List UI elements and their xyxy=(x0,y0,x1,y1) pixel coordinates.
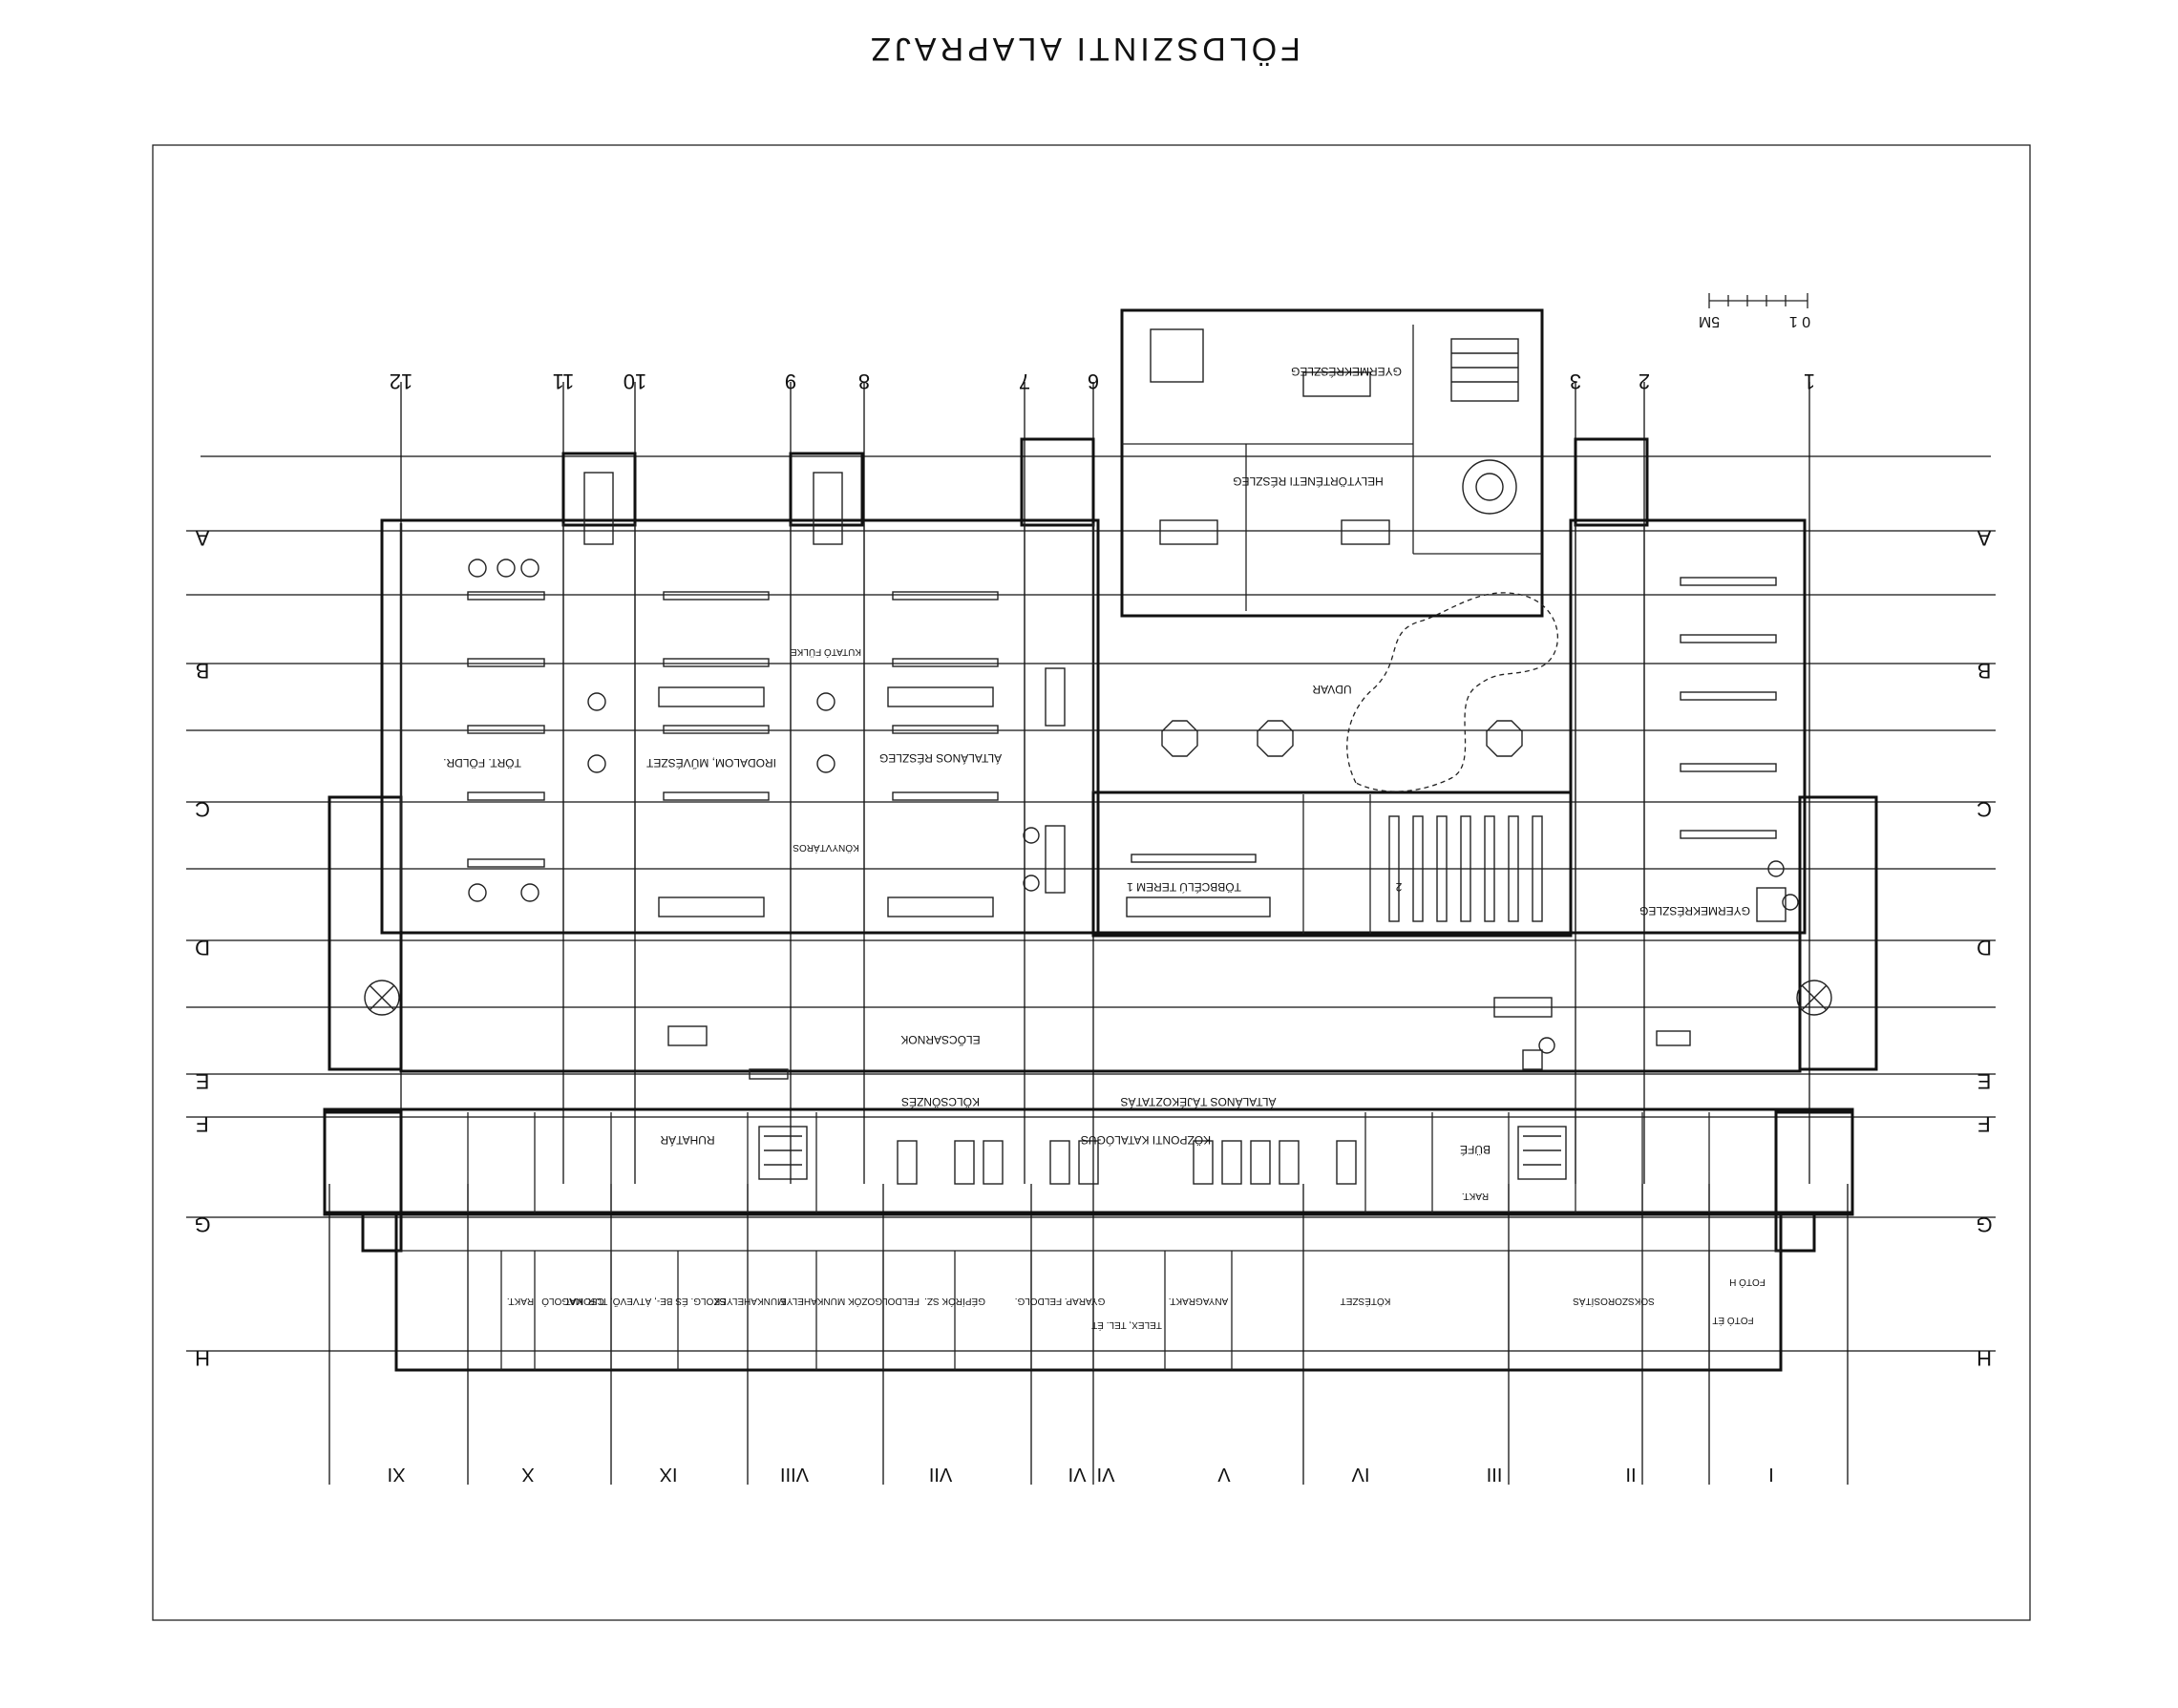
courtyard-kiosks xyxy=(1161,720,1523,757)
room-label-altalanos-tajekoztatas: ÁLTALÁNOS TÁJÉKOZTATÁS xyxy=(1121,1095,1277,1109)
column-number-labels: 12 11 10 9 8 7 6 3 2 1 xyxy=(390,369,1815,393)
room-label-foto-h: FOTÓ H xyxy=(1729,1276,1766,1289)
room-label-munkahelyek: MUNKAHELYEK xyxy=(713,1296,785,1306)
room-label-udvar: UDVAR xyxy=(1312,683,1351,696)
row-grid-lines xyxy=(186,455,1996,1352)
room-label-rakt-h1: RAKT. xyxy=(507,1296,534,1306)
room-label-gyermekreszleg-right: GYERMEKRÉSZLEG xyxy=(1639,904,1750,918)
column-label-1: 1 xyxy=(1804,369,1815,393)
row-label-e-right: E xyxy=(1977,1069,1992,1093)
sheet-border xyxy=(152,144,2031,1621)
roman-label-ix: IX xyxy=(660,1464,678,1485)
room-label-kutato-fulke: KUTATÓ FÜLKE xyxy=(791,646,861,659)
row-label-h-right: H xyxy=(1977,1346,1992,1370)
roman-label-vi-a: VI xyxy=(1068,1464,1087,1485)
row-label-d-left: D xyxy=(195,936,210,959)
roman-label-xi: XI xyxy=(388,1464,406,1485)
room-label-gyermekreszleg-top: GYERMEKRÉSZLEG xyxy=(1291,365,1402,379)
column-label-2: 2 xyxy=(1639,369,1650,393)
roman-label-v: V xyxy=(1217,1464,1231,1485)
row-label-h-left: H xyxy=(195,1346,210,1370)
row-label-a-right: A xyxy=(1977,526,1991,550)
exterior-walls xyxy=(323,308,1878,1372)
room-label-altalanos-reszleg: ÁLTALÁNOS RÉSZLEG xyxy=(879,751,1002,766)
room-labels: GYERMEKRÉSZLEG HELYTÖRTÉNETI RÉSZLEG UDV… xyxy=(443,365,1766,1332)
roman-label-iv: IV xyxy=(1351,1464,1370,1485)
room-label-tort-foldr: TÖRT. FÖLDR. xyxy=(443,756,521,770)
room-label-gyarap: GYARAP. FELDOLG. xyxy=(1015,1296,1106,1306)
scale-label-5m: 5M xyxy=(1699,313,1720,329)
plan-title: FÖLDSZINTI ALAPRAJZ xyxy=(867,31,1300,67)
scale-label-0-1: 0 1 xyxy=(1789,313,1810,329)
column-label-3: 3 xyxy=(1570,369,1581,393)
room-label-sokszorositas: SOKSZOROSÍTÁS xyxy=(1573,1296,1655,1308)
room-label-kozponti-katalogus: KÖZPONTI KATALÓGUS xyxy=(1081,1133,1211,1148)
row-label-e-left: E xyxy=(196,1069,210,1093)
roman-label-i: I xyxy=(1768,1464,1774,1485)
roman-label-vi-b: VI xyxy=(1097,1464,1115,1485)
roman-label-iii: III xyxy=(1487,1464,1503,1485)
row-label-f-left: F xyxy=(196,1112,208,1136)
round-tables xyxy=(468,559,1799,1054)
row-label-g-left: G xyxy=(194,1212,210,1236)
row-label-b-right: B xyxy=(1977,659,1992,683)
roman-label-ii: II xyxy=(1625,1464,1636,1485)
row-label-g-right: G xyxy=(1976,1212,1992,1236)
column-label-7: 7 xyxy=(1019,369,1030,393)
room-label-kolcsonzes: KÖLCSÖNZÉS xyxy=(901,1095,980,1109)
room-label-telefon: TELEX, TEL. ÉT xyxy=(1091,1319,1162,1332)
roman-column-labels: XI X IX VIII VII VI VI V IV III II I xyxy=(388,1464,1774,1485)
row-label-a-left: A xyxy=(195,526,209,550)
room-label-eloesarnok: ELŐCSARNOK xyxy=(900,1033,980,1047)
room-label-ruhatar: RUHATÁR xyxy=(660,1133,714,1148)
room-label-rakt-f: RAKT. xyxy=(1462,1191,1489,1201)
room-label-szolg-kat: SZOLG. ÉS BE-, ÁTVEVŐ, TUR. KAT. xyxy=(563,1296,726,1309)
room-label-gepirok: GÉPÍRÓK SZ. xyxy=(924,1296,985,1308)
room-label-csomagolo: CSOMAGOLÓ xyxy=(541,1296,604,1308)
row-label-f-right: F xyxy=(1977,1112,1990,1136)
room-label-anyagraktar: ANYAGRAKT. xyxy=(1169,1296,1229,1306)
column-label-6: 6 xyxy=(1088,369,1099,393)
upper-building-features xyxy=(1450,338,1519,515)
row-label-d-right: D xyxy=(1977,936,1992,959)
column-label-12: 12 xyxy=(390,369,412,393)
entrance-revolving-doors xyxy=(364,980,1832,1016)
room-label-tobbcelu-terem: TÖBBCÉLÚ TEREM 1 xyxy=(1127,880,1241,895)
column-label-8: 8 xyxy=(858,369,870,393)
room-label-koteszet: KÖTÉSZET xyxy=(1341,1296,1391,1308)
row-label-c-left: C xyxy=(195,797,210,821)
row-letter-labels: A B C D E F G H A B C D E F G H xyxy=(194,526,1992,1370)
room-label-irodalom: IRODALOM, MŰVÉSZET xyxy=(645,756,776,770)
room-label-foto: FOTÓ ÉT xyxy=(1712,1315,1753,1327)
column-label-10: 10 xyxy=(624,369,646,393)
scale-bar: 5M 0 1 xyxy=(1699,293,1810,329)
roman-label-x: X xyxy=(521,1464,534,1485)
room-label-konyvtaros: KÖNYVTÁROS xyxy=(793,842,859,854)
column-label-11: 11 xyxy=(553,369,575,393)
room-label-bufe: BÜFÉ xyxy=(1460,1143,1491,1157)
room-label-terem-2: 2 xyxy=(1395,880,1402,894)
room-label-feldolgozok: FELDOLGOZÓK MUNKAHELYE xyxy=(780,1296,920,1308)
row-label-c-right: C xyxy=(1977,797,1992,821)
interior-walls xyxy=(396,325,1781,1370)
reading-tables xyxy=(583,328,1787,1080)
roman-label-viii: VIII xyxy=(780,1464,809,1485)
roman-label-vii: VII xyxy=(929,1464,952,1485)
room-label-helytorteneti: HELYTÖRTÉNETI RÉSZLEG xyxy=(1233,474,1384,489)
row-label-b-left: B xyxy=(196,659,210,683)
courtyard-garden xyxy=(1346,592,1558,792)
service-band-fixtures xyxy=(758,1126,1567,1185)
shelving-rows xyxy=(467,577,1777,922)
column-label-9: 9 xyxy=(785,369,796,393)
